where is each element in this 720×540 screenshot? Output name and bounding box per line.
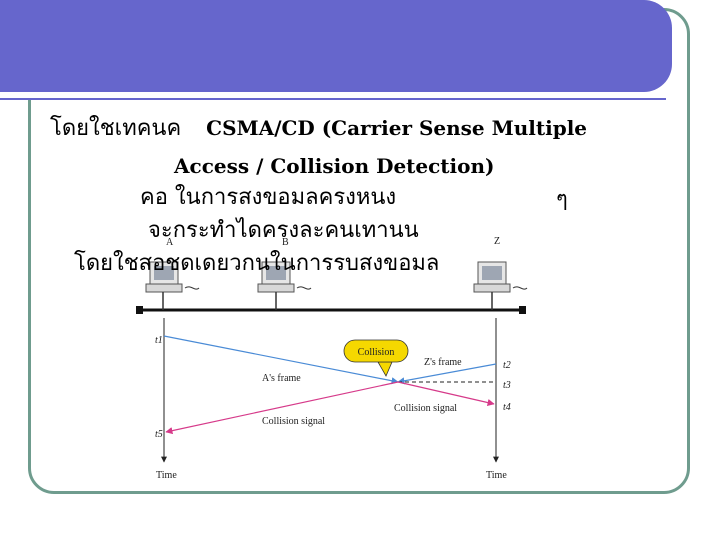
tick-t4: t4 — [503, 402, 511, 413]
station-b-computer — [257, 261, 312, 310]
collision-signal-right-line — [397, 381, 495, 407]
body-line-4: จะกระทำไดครงละคนเทานน — [148, 218, 419, 243]
station-z-computer — [473, 261, 528, 310]
tick-t3: t3 — [503, 380, 511, 391]
tick-t1: t1 — [155, 335, 163, 346]
collision-callout-pointer — [377, 361, 393, 377]
body-line-1-latin: CSMA/CD (Carrier Sense Multiple — [206, 116, 588, 140]
tick-t5: t5 — [155, 429, 163, 440]
body-line-3-mark: ๆ — [556, 187, 568, 212]
z-frame-line — [397, 363, 497, 385]
station-a-label: A — [166, 237, 174, 248]
bus-terminator-left — [136, 306, 143, 314]
body-line-3-thai: คอ ในการสงขอมลครงหนง — [140, 185, 397, 210]
body-line-2: Access / Collision Detection) — [174, 154, 495, 178]
time-label-left: Time — [156, 470, 177, 481]
body-line-1: โดยใชเทคนค CSMA/CD (Carrier Sense Multip… — [50, 114, 587, 143]
a-frame-line — [163, 335, 399, 385]
station-b-label: B — [282, 237, 289, 248]
collision-signal-left-line — [165, 381, 399, 435]
tick-t2: t2 — [503, 360, 511, 371]
collision-signal-right-label: Collision signal — [394, 403, 457, 414]
collision-signal-left-label: Collision signal — [262, 416, 325, 427]
body-line-1-thai: โดยใชเทคนค — [50, 116, 182, 141]
station-z-label: Z — [494, 236, 500, 247]
banner-divider — [0, 92, 666, 98]
body-line-3: คอ ในการสงขอมลครงหนง — [140, 184, 396, 212]
a-frame-label: A's frame — [262, 373, 301, 384]
title-banner — [0, 0, 672, 92]
bus-terminator-right — [519, 306, 526, 314]
banner-underline — [0, 98, 666, 100]
body-line-5: โดยใชสอชดเดยวกนในการรบสงขอมล — [74, 251, 440, 276]
z-frame-label: Z's frame — [424, 357, 462, 368]
collision-callout — [343, 339, 409, 363]
station-a-computer — [145, 261, 200, 310]
collision-label: Collision — [358, 347, 395, 358]
time-label-right: Time — [486, 470, 507, 481]
